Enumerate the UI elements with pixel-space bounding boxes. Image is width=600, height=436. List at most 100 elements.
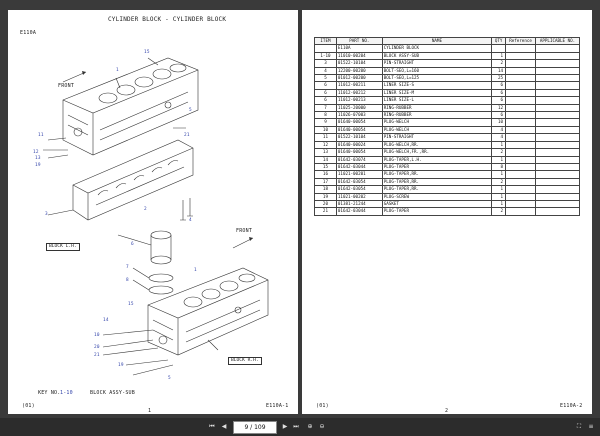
table-cell: 11010-00204 [335, 51, 383, 61]
table-cell: 7 [314, 103, 337, 113]
table-cell: 11026-07003 [335, 111, 383, 120]
table-cell [505, 192, 537, 201]
column-header: Reference [505, 36, 537, 46]
callout: 4 [189, 218, 192, 223]
table-cell [505, 66, 537, 76]
table-cell: 01381-21244 [335, 199, 383, 209]
callout: 19 [35, 163, 41, 168]
table-cell: 10 [491, 118, 507, 127]
table-cell: 4 [314, 66, 337, 76]
first-page-icon[interactable]: ⏮ [209, 423, 215, 430]
block-lh-label: BLOCK L.H. [46, 243, 80, 251]
table-cell: 11021-00202 [335, 192, 383, 201]
table-cell: PLUG-TAPER,RR. [381, 185, 493, 194]
table-cell: PLUG-TAPER [381, 162, 493, 172]
table-cell: 19 [314, 192, 337, 201]
page-2: ITEM PART NO. NAME QTY Reference APPLICA… [302, 10, 592, 414]
table-cell: 21 [314, 207, 337, 216]
zoom-in-icon[interactable]: ⊕ [307, 423, 313, 430]
table-cell: 16 [314, 170, 337, 179]
callout: 1 [194, 268, 197, 273]
table-cell: 25 [491, 74, 507, 83]
footer-right: E110A-2 [560, 403, 583, 409]
table-cell: 11012-00211 [335, 81, 383, 90]
column-header: ITEM [314, 36, 337, 46]
table-cell: 11025-20000 [335, 103, 383, 113]
table-cell: RING-RUBBER [381, 111, 493, 120]
table-cell [505, 103, 537, 113]
table-cell [535, 44, 580, 53]
exploded-diagram [43, 57, 269, 376]
table-cell [535, 74, 580, 83]
column-header: NAME [381, 36, 493, 46]
table-cell [505, 81, 537, 90]
table-cell: 01640-00054 [335, 148, 383, 157]
table-cell: 6 [314, 88, 337, 98]
front-label: FRONT [58, 83, 75, 89]
page-input[interactable]: 9 / 109 [233, 421, 277, 434]
table-cell [535, 103, 580, 113]
viewer-toolbar: ⏮ ◀ 9 / 109 ▶ ⏭ ⊕ ⊖ ⛶ ≡ [0, 418, 600, 436]
table-cell: 01522-10104 [335, 133, 383, 142]
table-cell: 20 [314, 199, 337, 209]
callout: 15 [144, 50, 150, 55]
footer-left: (01) [316, 403, 329, 409]
next-page-icon[interactable]: ▶ [282, 423, 288, 430]
table-cell: 01640-00054 [335, 118, 383, 127]
table-cell: 6 [491, 111, 507, 120]
page-number: 1 [148, 408, 152, 414]
prev-page-icon[interactable]: ◀ [221, 423, 227, 430]
table-cell: 6 [491, 96, 507, 105]
table-cell [535, 185, 580, 194]
table-cell: 01640-00054 [335, 125, 383, 135]
callout: 5 [189, 108, 192, 113]
table-cell [535, 96, 580, 105]
parts-table: ITEM PART NO. NAME QTY Reference APPLICA… [314, 36, 580, 216]
table-cell [535, 148, 580, 157]
footer-left: (01) [22, 403, 35, 409]
menu-icon[interactable]: ≡ [588, 423, 594, 430]
table-cell: BOLT-SEO,L=125 [381, 74, 493, 83]
table-cell: 1 [491, 185, 507, 194]
table-cell [505, 162, 537, 172]
fullscreen-icon[interactable]: ⛶ [576, 423, 582, 430]
table-cell [535, 170, 580, 179]
callout: 12 [33, 150, 39, 155]
table-cell: 01012-00200 [335, 74, 383, 83]
zoom-out-icon[interactable]: ⊖ [319, 423, 325, 430]
table-cell [505, 51, 537, 61]
table-cell [505, 44, 537, 53]
table-cell: 11021-00201 [335, 170, 383, 179]
callout: 21 [94, 353, 100, 358]
table-cell [505, 177, 537, 187]
callout: 3 [45, 212, 48, 217]
table-cell: 8 [314, 111, 337, 120]
callout: 1 [116, 68, 119, 73]
page-code: E110A [20, 30, 37, 36]
column-header: APPLICABLE NO. [535, 36, 580, 46]
table-cell: 14 [491, 66, 507, 76]
table-cell: 4 [491, 133, 507, 142]
column-header: QTY [491, 36, 507, 46]
table-cell: 2 [491, 59, 507, 68]
table-cell [505, 59, 537, 68]
table-cell [314, 44, 337, 53]
table-cell: 10 [314, 125, 337, 135]
table-cell [505, 118, 537, 127]
callout: 5 [168, 376, 171, 381]
callout: 13 [35, 156, 41, 161]
last-page-icon[interactable]: ⏭ [293, 423, 299, 430]
table-cell: 1 [491, 51, 507, 61]
